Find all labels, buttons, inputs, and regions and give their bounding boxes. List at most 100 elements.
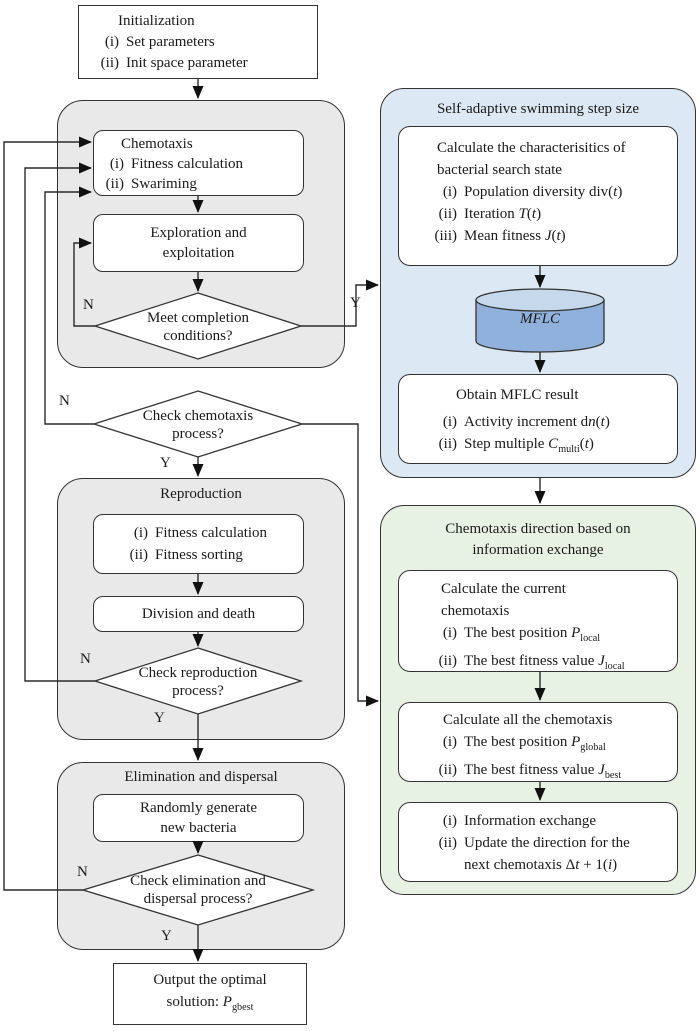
list-item: (i) The best position Plocal xyxy=(411,622,675,650)
text-line: Output the optimal xyxy=(153,972,267,988)
list-marker: (ii) xyxy=(438,436,457,452)
list-item: (ii)Fitness sorting xyxy=(124,544,301,566)
list-marker: (ii) xyxy=(438,653,457,669)
box-items: (i)Activity increment dn(t) (ii) Step mult… xyxy=(411,411,675,461)
fitness-box: (i) Fitness calculation (ii)Fitness sortin… xyxy=(93,514,304,574)
list-text: Activity increment dn(t) xyxy=(464,414,610,430)
elimination-panel-title: Elimination and dispersal xyxy=(124,769,278,785)
reproduction-yes-label: Y xyxy=(154,710,165,726)
check-chemotaxis-diamond-label: Check chemotaxis process? xyxy=(118,407,278,443)
text-line: exploitation xyxy=(162,245,235,261)
list-item: (i) Fitness calculation xyxy=(124,522,301,544)
chemotaxis-box: Chemotaxis (i) Fitness calculation (ii) Swa… xyxy=(93,130,304,196)
box-title: Calculate all the chemotaxis xyxy=(443,709,675,731)
list-marker: (ii) xyxy=(438,835,457,851)
mflc-result-box: Obtain MFLC result (i)Activity increment… xyxy=(398,374,678,464)
box-items: (i)Population diversity div(t)(ii)Iterat… xyxy=(411,181,675,247)
elimination-no-label: N xyxy=(77,864,88,880)
box-items: (i)Information exchange(ii)Update the di… xyxy=(411,810,675,876)
list-item: (ii) The best fitness value Jlocal xyxy=(411,650,675,678)
box-title: Initialization xyxy=(118,13,195,29)
list-text: Fitness sorting xyxy=(155,547,243,563)
all-chemotaxis-box: Calculate all the chemotaxis (i) The best… xyxy=(398,702,678,782)
box-items: (i) The best position Plocal (ii) The best … xyxy=(411,622,675,678)
list-text: next chemotaxis Δt + 1(i) xyxy=(464,857,618,873)
step-size-panel-title: Self-adaptive swimming step size xyxy=(436,101,640,117)
text-line: Calculate the current xyxy=(441,581,566,597)
list-text: Mean fitness J(t) xyxy=(464,228,566,244)
text-line: Check elimination and xyxy=(130,873,266,889)
list-marker: (i) xyxy=(109,156,124,172)
list-marker: (i) xyxy=(133,525,148,541)
list-text: Init space parameter xyxy=(126,55,248,71)
list-text: Iteration T(t) xyxy=(464,206,542,222)
elimination-group-panel xyxy=(57,762,345,950)
box-title: Obtain MFLC result xyxy=(456,384,675,406)
list-text: The best fitness value Jbest xyxy=(464,762,622,781)
list-text: Fitness calculation xyxy=(155,525,268,541)
text-line: process? xyxy=(172,683,224,699)
text-line: Obtain MFLC result xyxy=(456,387,579,403)
list-item: (ii) Iteration T(t) xyxy=(411,203,675,225)
box-items: (i)The best position Pglobal(ii)The best… xyxy=(411,731,675,787)
box-title: Calculate the current chemotaxis xyxy=(441,578,675,622)
list-marker xyxy=(411,854,457,876)
text-line: Chemotaxis direction based on xyxy=(445,521,631,537)
mflc-cylinder-label: MFLC xyxy=(519,311,560,327)
list-item: (ii)Update the direction for the xyxy=(411,832,675,854)
list-item: (i) Fitness calculation xyxy=(102,154,301,174)
list-marker: (ii) xyxy=(105,176,124,192)
text-line: conditions? xyxy=(163,328,233,344)
completion-no-label: N xyxy=(83,297,94,313)
list-item: (i)Activity increment dn(t) xyxy=(411,411,675,433)
list-item: (ii) Swariming xyxy=(102,174,301,194)
text-line: Calculate all the chemotaxis xyxy=(443,712,613,728)
list-marker: (ii) xyxy=(438,206,457,222)
check-chemotaxis-yes-label: Y xyxy=(160,455,171,471)
list-marker: (i) xyxy=(442,184,457,200)
text-line: bacterial search state xyxy=(437,162,562,178)
list-marker: (i) xyxy=(442,625,457,641)
text-line: Division and death xyxy=(141,606,256,622)
list-text: Fitness calculation xyxy=(131,156,244,172)
text-line: Meet completion xyxy=(146,310,250,326)
text-line: information exchange xyxy=(472,542,604,558)
list-text: Step multiple Cmulti(t) xyxy=(464,436,594,455)
text-line: Check reproduction xyxy=(138,665,258,681)
list-item: (ii) Init space parameter xyxy=(89,53,313,74)
box-items: (i)Set parameters(ii)Init space paramete… xyxy=(89,32,313,74)
list-item: next chemotaxis Δt + 1(i) xyxy=(411,854,675,876)
list-text: The best position Plocal xyxy=(464,625,601,644)
check-chemotaxis-no-label: N xyxy=(59,393,70,409)
list-marker: (i) xyxy=(442,734,457,750)
initialization-box: Initialization (i)Set parameters(ii)Init… xyxy=(78,5,318,79)
list-marker: (i) xyxy=(442,813,457,829)
list-text: Swariming xyxy=(131,176,197,192)
text-line: dispersal process? xyxy=(143,891,253,907)
list-item: (i)Information exchange xyxy=(411,810,675,832)
list-item: (i) The best position Pglobal xyxy=(411,731,675,759)
list-item: (iii)Mean fitness J(t) xyxy=(411,225,675,247)
box-title: Chemotaxis xyxy=(121,136,193,152)
completion-yes-label: Y xyxy=(350,295,361,311)
list-marker: (ii) xyxy=(100,55,119,71)
list-item: (ii) Step multiple Cmulti(t) xyxy=(411,433,675,461)
text-line: Randomly generate xyxy=(139,800,258,816)
box-items: (i) Fitness calculation (ii)Fitness sortin… xyxy=(124,522,301,566)
information-exchange-box: (i)Information exchange(ii)Update the di… xyxy=(398,802,678,882)
list-text: The best position Pglobal xyxy=(464,734,606,753)
check-elimination-diamond-label: Check elimination and dispersal process? xyxy=(98,872,298,908)
text-line: chemotaxis xyxy=(441,603,510,619)
completion-diamond-label: Meet completion conditions? xyxy=(118,309,278,345)
list-text: Set parameters xyxy=(126,34,215,50)
check-reproduction-diamond-label: Check reproduction process? xyxy=(108,664,288,700)
reproduction-no-label: N xyxy=(80,651,91,667)
text-line: process? xyxy=(172,426,224,442)
text-line: Check chemotaxis xyxy=(142,408,254,424)
list-text: The best fitness value Jlocal xyxy=(464,653,625,672)
